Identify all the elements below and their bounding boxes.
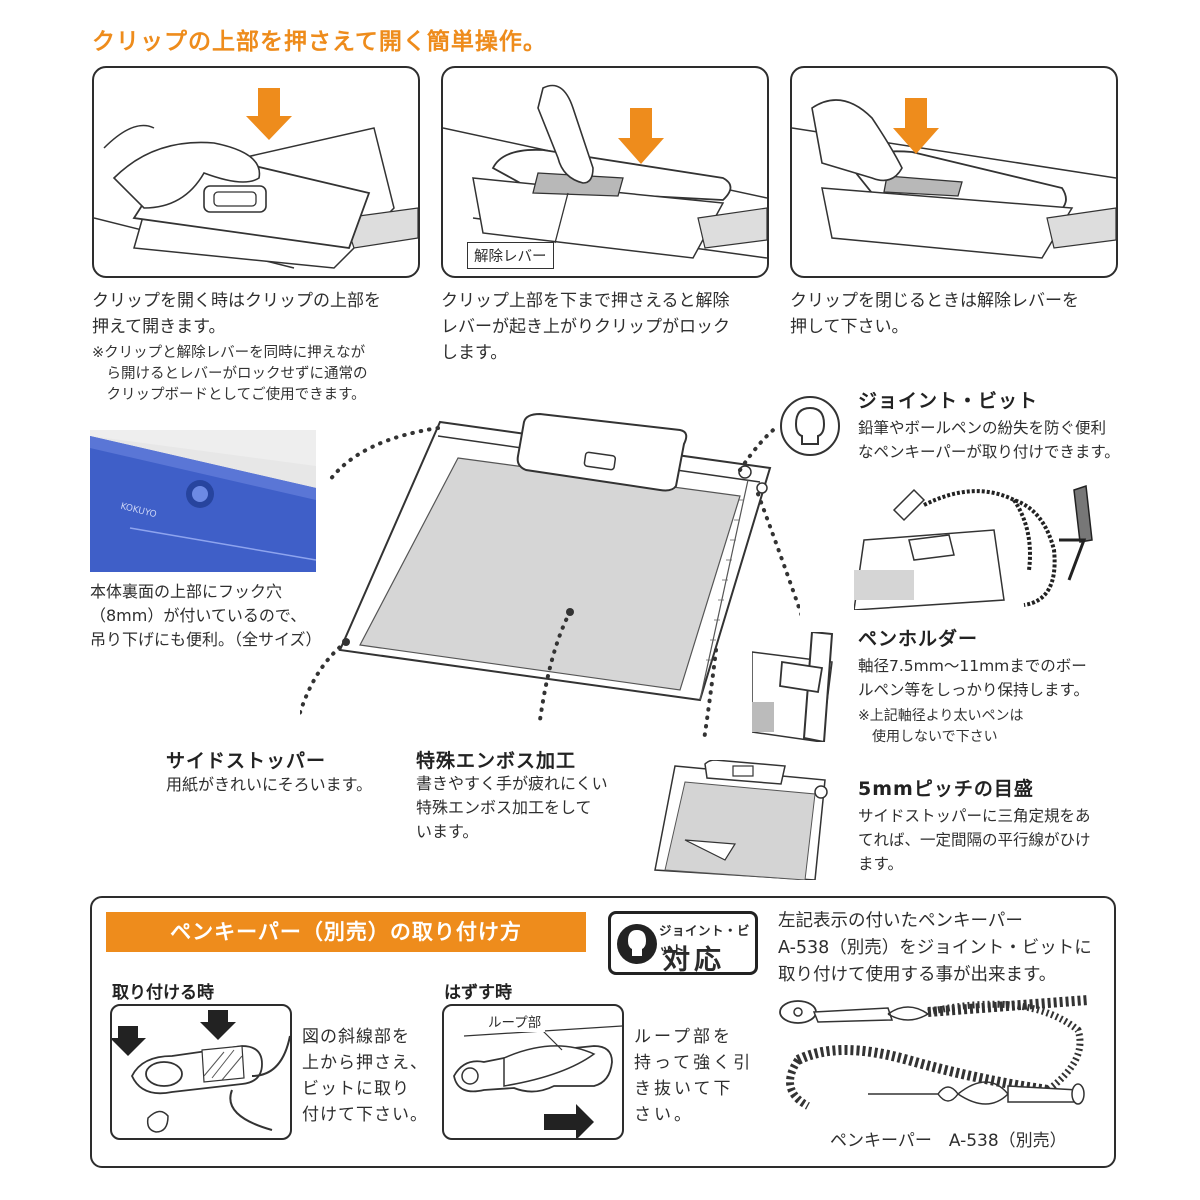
right-arrow-icon [544,1104,594,1138]
step-3-text: クリップを閉じるときは解除レバーを 押して下さい。 [790,291,1079,337]
pen-keeper-banner: ペンキーパー（別売）の取り付け方 [106,912,586,952]
badge-main: 対応 [663,945,725,976]
scale-text: サイドストッパーに三角定規をあ てれば、一定間隔の平行線がひけ ます。 [858,807,1091,873]
emboss-title: 特殊エンボス加工 [416,750,577,772]
pen-holder-text: 軸径7.5mm〜11mmまでのボー ルペン等をしっかり保持します。 [858,657,1089,699]
joint-bit-icon [617,924,657,964]
pen-holder-illustration [752,632,834,742]
pen-holder-title: ペンホルダー [858,628,979,650]
down-arrow-icon [200,1010,236,1040]
attach-text: 図の斜線部を 上から押さえ、 ビットに取り 付けて下さい。 [302,1027,428,1125]
joint-bit-icon [780,396,840,456]
release-lever-callout: 解除レバー [467,242,554,269]
step-1-illustration [92,66,420,278]
back-hook-photo: KOKUYO [90,430,316,572]
down-arrow-icon [112,1026,146,1056]
clipboard-illustration [300,412,800,742]
detach-illustration: ループ部 [442,1004,624,1140]
back-caption: 本体裏面の上部にフック穴 （8mm）が付いているので、 吊り下げにも便利。（全サ… [90,582,322,649]
pen-holder-note: ※上記軸径より太いペンは 使用しないで下さい [858,708,1024,745]
scale-title: 5mmピッチの目盛 [858,778,1034,800]
badge-title: ジョイント・ビット [659,923,751,957]
step-3-illustration [790,66,1118,278]
step-2-illustration: 解除レバー [441,66,769,278]
joint-bit-badge: ジョイント・ビット 対応 [608,911,758,976]
down-arrow-icon [893,98,939,154]
down-arrow-icon [618,108,664,164]
down-arrow-icon [246,88,292,140]
pen-keeper-section [90,896,1116,1168]
side-stopper-title: サイドストッパー [166,750,327,772]
loop-label: ループ部 [484,1010,546,1032]
detach-text: ループ部を 持って強く引 き抜いて下 さい。 [634,1027,754,1125]
step-1-text: クリップを開く時はクリップの上部を 押えて開きます。 [92,291,381,337]
joint-bit-title: ジョイント・ビット [858,390,1039,412]
side-stopper-text: 用紙がきれいにそろいます。 [166,775,373,794]
pen-keeper-photo [854,484,1093,610]
pen-keeper-a538-illustration [779,995,1088,1110]
detach-title: はずす時 [444,983,512,1003]
scale-illustration [654,760,828,880]
joint-bit-text: 鉛筆やボールペンの紛失を防ぐ便利 なペンキーパーが取り付けできます。 [858,419,1120,461]
attach-title: 取り付ける時 [112,983,214,1003]
page-title: クリップの上部を押さえて開く簡単操作。 [92,29,547,55]
attach-illustration [110,1004,292,1140]
step-1-note: ※クリップと解除レバーを同時に押えなが ら開けるとレバーがロックせずに通常の ク… [92,345,368,403]
pen-keeper-description: 左記表示の付いたペンキーパー A-538（別売）をジョイント・ビットに 取り付け… [778,911,1092,985]
emboss-text: 書きやすく手が疲れにくい 特殊エンボス加工をして います。 [416,774,608,841]
step-2-text: クリップ上部を下まで押さえると解除 レバーが起き上がりクリップがロック します。 [441,291,730,363]
pen-keeper-caption: ペンキーパー A-538（別売） [830,1131,1067,1151]
